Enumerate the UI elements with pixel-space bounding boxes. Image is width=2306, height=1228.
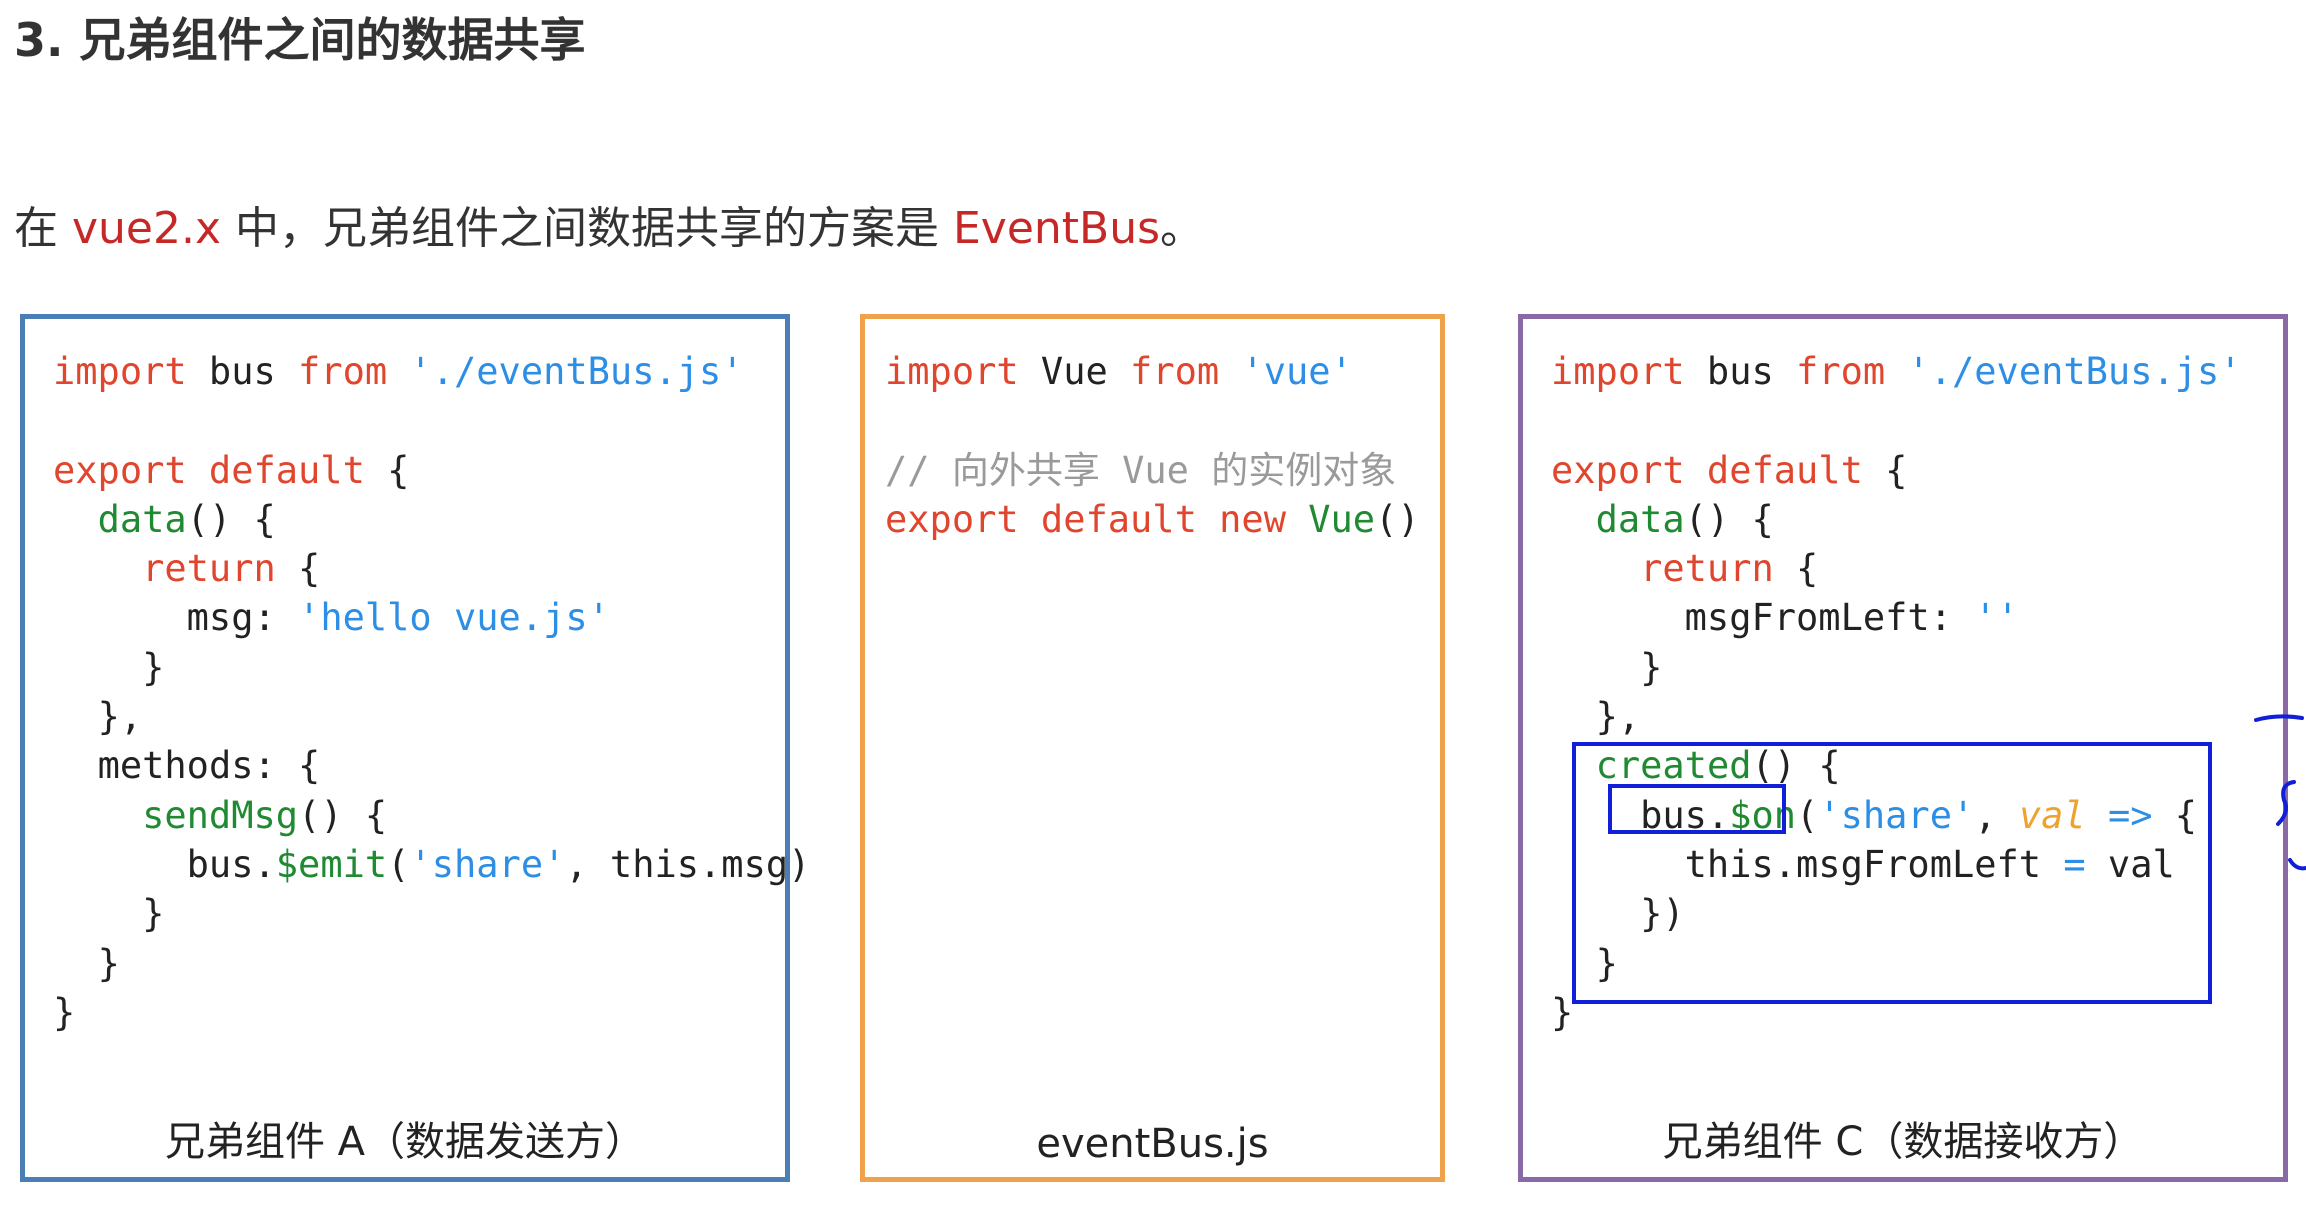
- code-token: from: [298, 350, 388, 393]
- code-token: '': [1974, 596, 2019, 640]
- code-token: }: [1551, 990, 1574, 1034]
- code-block-eventbus: import Vue from 'vue' // 向外共享 Vue 的实例对象 …: [885, 347, 1420, 544]
- code-token: () {: [1684, 497, 1774, 541]
- intro-prefix: 在: [14, 203, 72, 254]
- section-heading: 3. 兄弟组件之间的数据共享: [14, 13, 586, 67]
- code-token: created: [1595, 744, 1752, 788]
- code-token: from: [1130, 350, 1220, 393]
- code-token: './eventBus.js': [409, 350, 744, 393]
- code-token: import: [1551, 350, 1685, 393]
- code-comment: // 向外共享 Vue 的实例对象: [885, 448, 1397, 492]
- code-token: './eventBus.js': [1907, 350, 2242, 393]
- intro-version: vue2.x: [72, 203, 222, 254]
- code-token: }: [142, 892, 165, 936]
- code-token: }: [1595, 941, 1618, 985]
- code-token: import: [885, 350, 1019, 393]
- code-token: import: [53, 350, 187, 393]
- intro-paragraph: 在 vue2.x 中，兄弟组件之间数据共享的方案是 EventBus。: [14, 192, 1204, 256]
- code-token: 'share': [1818, 793, 1975, 837]
- code-token: export default new: [885, 497, 1286, 541]
- code-token: 'vue': [1241, 350, 1353, 393]
- code-token: Vue: [1018, 350, 1131, 393]
- code-token: }: [53, 990, 76, 1034]
- code-token: data: [97, 497, 187, 541]
- pen-stroke-marks: [2254, 714, 2306, 871]
- code-token: this.msgFromLeft: [1684, 842, 2064, 886]
- code-token: =: [2063, 842, 2086, 886]
- code-token: },: [97, 695, 143, 739]
- code-token: ,: [1974, 793, 2019, 837]
- code-token: return: [142, 547, 276, 591]
- code-token: val: [2085, 842, 2175, 886]
- code-token: },: [1595, 695, 1641, 739]
- code-token: , this.msg): [565, 842, 811, 886]
- code-token: $emit: [275, 842, 388, 886]
- code-token: (): [1375, 497, 1420, 541]
- code-token: }: [97, 941, 120, 985]
- code-token: Vue: [1308, 497, 1376, 541]
- code-token: 'share': [409, 842, 566, 886]
- annotation-box-bus-on: [1608, 784, 1786, 834]
- code-token: () {: [298, 793, 388, 837]
- code-token: {: [1862, 448, 1908, 492]
- annotation-box-created: [1572, 742, 2212, 1004]
- code-token: {: [275, 547, 321, 591]
- intro-solution: EventBus: [953, 203, 1161, 254]
- code-token: }: [142, 645, 165, 689]
- code-token: () {: [1751, 744, 1841, 788]
- code-token: }: [1640, 645, 1663, 689]
- intro-middle: 中，兄弟组件之间数据共享的方案是: [221, 203, 953, 254]
- panel-caption: 兄弟组件 A（数据发送方）: [164, 1119, 646, 1165]
- panel-caption: eventBus.js: [1036, 1121, 1269, 1167]
- panel-eventbus: import Vue from 'vue' // 向外共享 Vue 的实例对象 …: [860, 314, 1445, 1182]
- code-block-sender: import bus from './eventBus.js' export d…: [53, 347, 810, 1037]
- code-token: val: [2018, 793, 2086, 837]
- code-token: from: [1796, 350, 1886, 393]
- code-token: msg:: [186, 596, 299, 640]
- code-token: methods: {: [97, 744, 321, 788]
- code-block-receiver: import bus from './eventBus.js' export d…: [1551, 347, 2242, 1037]
- intro-suffix: 。: [1160, 203, 1205, 254]
- code-token: data: [1595, 497, 1685, 541]
- code-token: return: [1640, 547, 1774, 591]
- code-token: {: [1773, 547, 1819, 591]
- code-token: bus: [1684, 350, 1797, 393]
- code-token: bus.: [1640, 793, 1730, 837]
- code-token: (: [1796, 793, 1819, 837]
- code-token: sendMsg: [142, 793, 299, 837]
- code-token: =>: [2107, 793, 2153, 837]
- code-token: export default: [53, 448, 365, 492]
- panel-receiver: import bus from './eventBus.js' export d…: [1518, 314, 2288, 1182]
- code-token: }): [1640, 892, 1685, 936]
- code-token: bus.: [186, 842, 276, 886]
- code-token: msgFromLeft:: [1684, 596, 1975, 640]
- code-token: 'hello vue.js': [298, 596, 610, 640]
- panel-caption: 兄弟组件 C（数据接收方）: [1662, 1119, 2144, 1165]
- code-token: {: [364, 448, 410, 492]
- panel-sender: import bus from './eventBus.js' export d…: [20, 314, 810, 1182]
- code-token: {: [2152, 793, 2198, 837]
- code-token: export default: [1551, 448, 1863, 492]
- code-token: (: [387, 842, 410, 886]
- code-token: () {: [186, 497, 276, 541]
- code-token: bus: [186, 350, 299, 393]
